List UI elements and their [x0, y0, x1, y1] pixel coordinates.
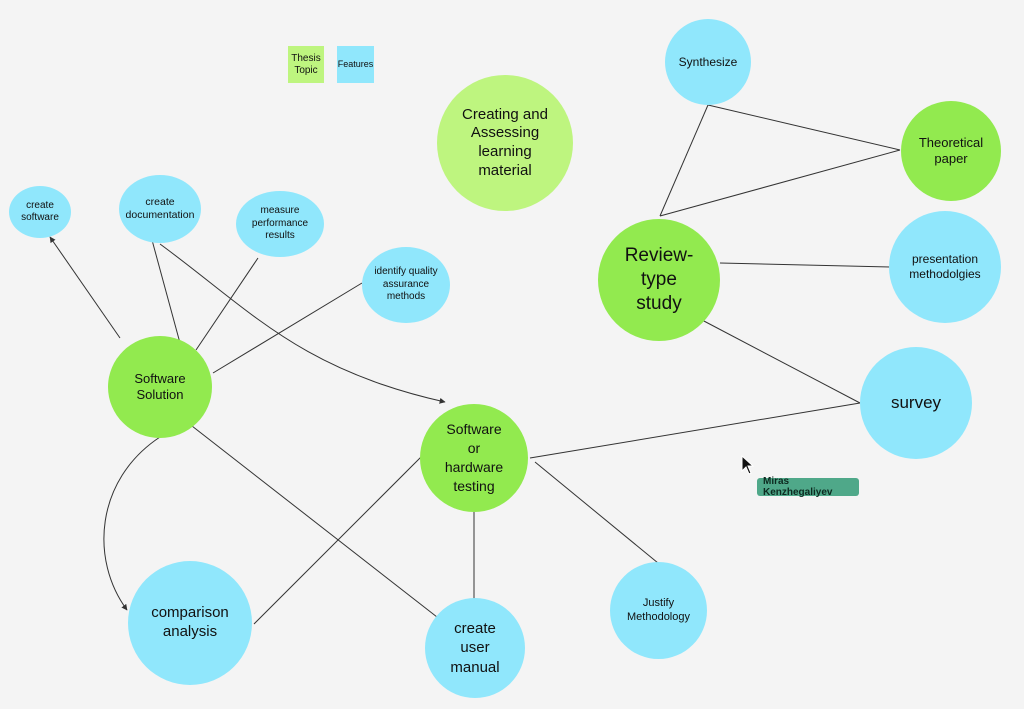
edge-solution-identify [212, 282, 363, 374]
legend-thesis-topic: Thesis Topic [288, 46, 324, 83]
node-software-solution[interactable]: Software Solution [108, 336, 212, 438]
node-creating-learning-material[interactable]: Creating and Assessing learning material [437, 75, 573, 211]
node-create-software[interactable]: create software [9, 186, 71, 238]
edge-solution-comparison [103, 436, 161, 611]
pointer-cursor-icon [741, 455, 755, 475]
node-survey[interactable]: survey [860, 347, 972, 459]
collaborator-cursor-label: Miras Kenzhegaliyev [757, 476, 859, 498]
edge-comparison-testing [253, 455, 423, 625]
node-measure-performance[interactable]: measure performance results [236, 191, 324, 257]
edge-synthesize-review [659, 104, 709, 217]
edge-review-theoretical [659, 149, 901, 217]
node-software-hardware-testing[interactable]: Software or hardware testing [420, 404, 528, 512]
node-review-type-study[interactable]: Review- type study [598, 219, 720, 341]
edge-solution-create-software [49, 236, 121, 339]
node-presentation-methodologies[interactable]: presentation methodolgies [889, 211, 1001, 323]
edge-solution-user-manual [191, 425, 438, 618]
edge-review-presentation [719, 262, 891, 268]
edge-review-survey [701, 319, 861, 404]
legend-features: Features [337, 46, 374, 83]
edge-testing-justify [534, 461, 659, 564]
edge-synthesize-theoretical [707, 104, 901, 151]
edge-solution-documentation [151, 239, 181, 344]
node-create-documentation[interactable]: create documentation [119, 175, 201, 243]
node-synthesize[interactable]: Synthesize [665, 19, 751, 105]
node-comparison-analysis[interactable]: comparison analysis [128, 561, 252, 685]
node-create-user-manual[interactable]: create user manual [425, 598, 525, 698]
edge-survey-testing [529, 402, 861, 459]
node-identify-quality-assurance[interactable]: identify quality assurance methods [362, 247, 450, 323]
node-theoretical-paper[interactable]: Theoretical paper [901, 101, 1001, 201]
edge-documentation-testing [159, 243, 446, 404]
edge-solution-measure [195, 257, 259, 351]
node-justify-methodology[interactable]: Justify Methodology [610, 562, 707, 659]
